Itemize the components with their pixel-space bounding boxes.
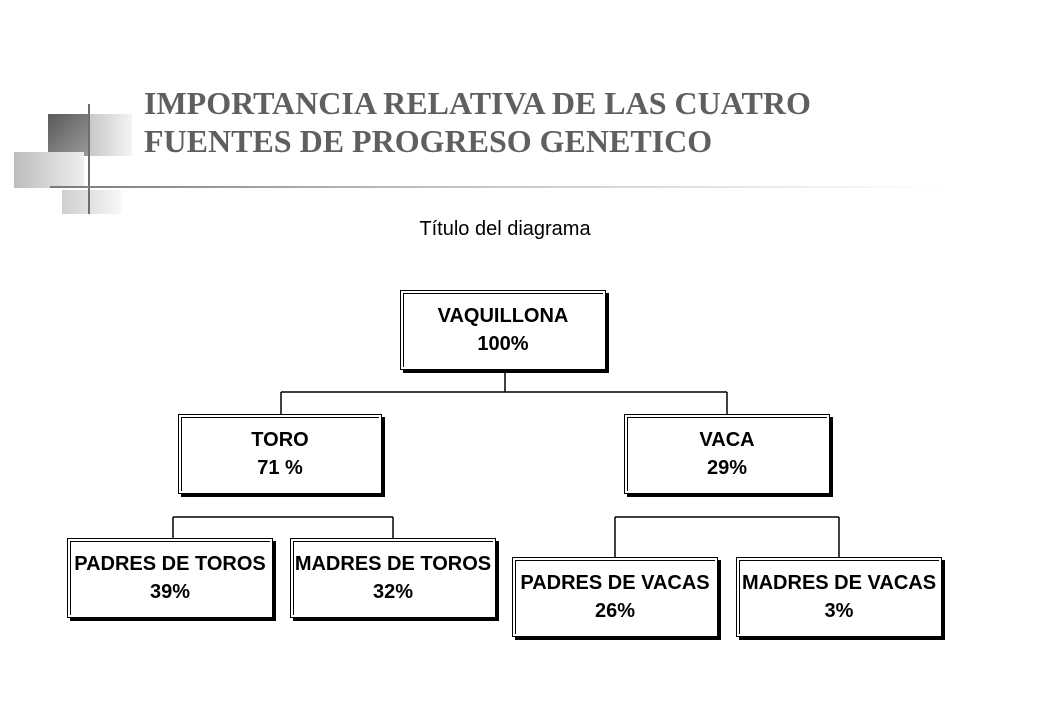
node-value: 29% <box>706 457 748 479</box>
decor-gradient-block-small <box>62 190 122 214</box>
decor-gradient-block <box>14 152 84 188</box>
node-value: 100% <box>477 333 529 355</box>
node-label: VACA <box>699 429 755 451</box>
node-padres-de-vacas: PADRES DE VACAS 26% <box>512 557 718 637</box>
decor-horizontal-line <box>50 186 940 188</box>
node-label: MADRES DE VACAS <box>741 572 937 594</box>
page-title: IMPORTANCIA RELATIVA DE LAS CUATRO FUENT… <box>144 84 1004 160</box>
node-value: 26% <box>594 600 636 622</box>
node-label: VAQUILLONA <box>437 305 569 327</box>
node-label: TORO <box>251 429 309 451</box>
decor-vertical-line <box>88 104 90 214</box>
page-title-line-2: FUENTES DE PROGRESO GENETICO <box>144 123 713 159</box>
page-title-line-1: IMPORTANCIA RELATIVA DE LAS CUATRO <box>144 85 811 121</box>
node-padres-de-toros: PADRES DE TOROS 39% <box>67 538 273 618</box>
decor-dark-square <box>48 114 90 156</box>
node-value: 32% <box>372 581 414 603</box>
node-label: PADRES DE TOROS <box>74 553 266 575</box>
node-madres-de-toros: MADRES DE TOROS 32% <box>290 538 496 618</box>
decor-light-square <box>90 114 132 156</box>
node-value: 3% <box>824 600 854 622</box>
node-toro: TORO 71 % <box>178 414 382 494</box>
node-value: 71 % <box>257 457 303 479</box>
node-value: 39% <box>149 581 191 603</box>
node-vaquillona: VAQUILLONA 100% <box>400 290 606 370</box>
diagram-title: Título del diagrama <box>419 218 591 240</box>
node-madres-de-vacas: MADRES DE VACAS 3% <box>736 557 942 637</box>
node-vaca: VACA 29% <box>624 414 830 494</box>
node-label: PADRES DE VACAS <box>520 572 710 594</box>
node-label: MADRES DE TOROS <box>294 553 492 575</box>
